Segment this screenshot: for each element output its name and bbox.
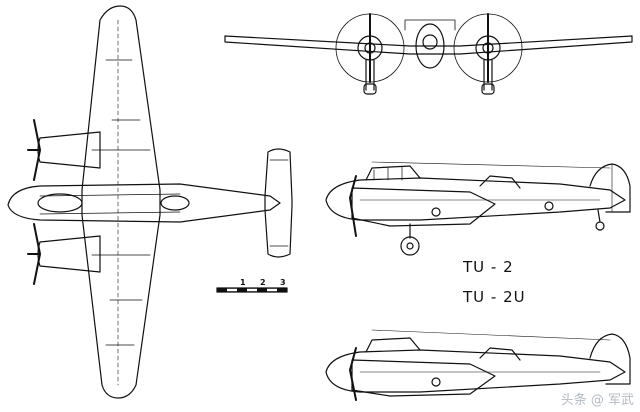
- scale-tick-2: 2: [260, 278, 266, 287]
- side-view-tu2: [325, 161, 631, 256]
- top-view-fuselage: [7, 183, 281, 223]
- scale-tick-3: 3: [280, 278, 286, 287]
- top-view: [7, 5, 293, 399]
- side-view-2-fuselage: [325, 349, 626, 393]
- watermark: 头条 @ 军武: [560, 393, 634, 408]
- top-view-wing: [81, 5, 161, 399]
- scale-tick-1: 1: [240, 278, 246, 287]
- top-view-tailplane: [264, 148, 293, 258]
- top-view-engine-lower: [37, 235, 101, 273]
- side-view-tu2u: [325, 329, 631, 401]
- front-view: [224, 13, 633, 95]
- model-label-tu2: TU - 2: [463, 258, 514, 276]
- top-view-prop-lower: [27, 223, 41, 285]
- side-view-main-wheel: [400, 236, 420, 256]
- side-view-fuselage: [325, 177, 626, 221]
- scale-bar: [216, 287, 288, 293]
- top-view-prop-upper: [27, 119, 41, 181]
- model-label-tu2u: TU - 2U: [463, 288, 526, 306]
- front-view-wing: [224, 35, 633, 55]
- top-view-engine-upper: [37, 131, 101, 169]
